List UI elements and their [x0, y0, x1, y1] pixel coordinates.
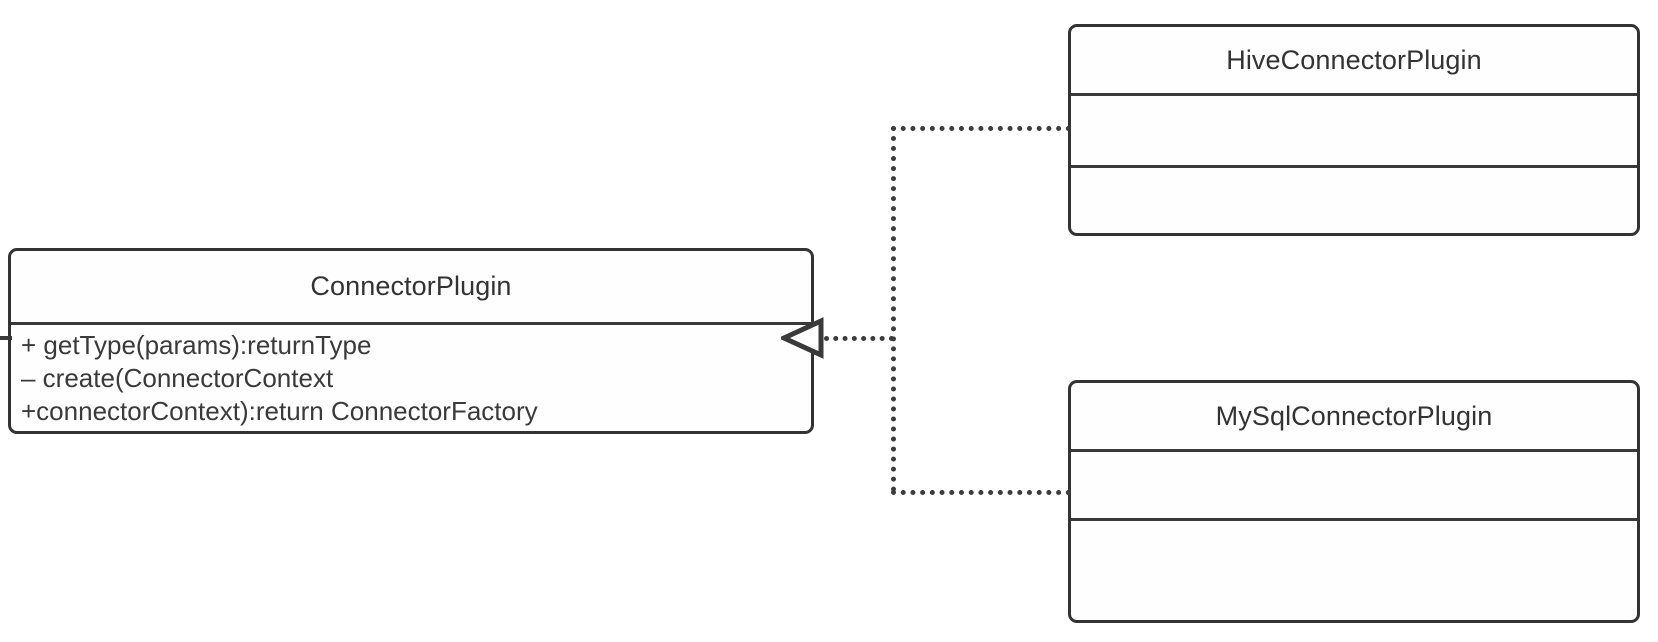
class-title-connector-plugin: ConnectorPlugin	[310, 271, 512, 302]
realization-line-vertical-trunk	[891, 126, 896, 492]
member-line: +connectorContext):return ConnectorFacto…	[21, 395, 538, 426]
connector-line-stub-left	[0, 336, 12, 340]
member-line: – create(ConnectorContext	[21, 362, 334, 393]
class-methods-mysql-connector-plugin	[1071, 518, 1637, 620]
realization-hollow-triangle-arrowhead	[781, 317, 824, 359]
realization-line-branch-hive	[891, 126, 1071, 131]
realization-line-to-connector-plugin	[824, 336, 894, 341]
class-title-mysql-connector-plugin: MySqlConnectorPlugin	[1215, 400, 1493, 431]
class-methods-hive-connector-plugin	[1071, 165, 1637, 233]
member-line: + getType(params):returnType	[21, 329, 372, 360]
realization-line-branch-mysql	[891, 490, 1071, 495]
class-title-hive-connector-plugin: HiveConnectorPlugin	[1226, 44, 1482, 75]
class-attributes-mysql-connector-plugin	[1071, 449, 1637, 518]
class-box-connector-plugin[interactable]: ConnectorPlugin + getType(params):return…	[8, 248, 814, 434]
class-members-connector-plugin: + getType(params):returnType – create(Co…	[11, 322, 811, 431]
class-box-hive-connector-plugin[interactable]: HiveConnectorPlugin	[1068, 24, 1640, 236]
class-attributes-hive-connector-plugin	[1071, 93, 1637, 165]
class-box-mysql-connector-plugin[interactable]: MySqlConnectorPlugin	[1068, 380, 1640, 623]
